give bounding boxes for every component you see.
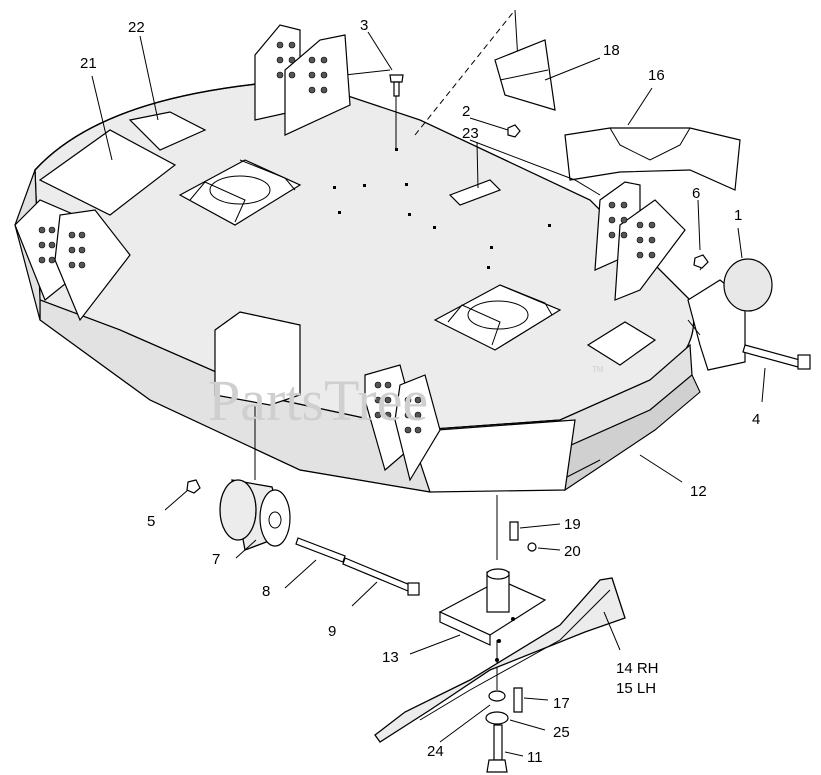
deck-holes xyxy=(333,148,551,269)
callout-1: 1 xyxy=(734,207,742,224)
spacer-24 xyxy=(488,690,506,702)
washer-20 xyxy=(527,542,537,552)
leader-lines xyxy=(91,31,766,757)
roller-wheel-7 xyxy=(219,479,291,551)
deck-label-23 xyxy=(448,179,502,206)
callout-7: 7 xyxy=(212,551,220,568)
nut-5 xyxy=(186,479,201,494)
bolt-3 xyxy=(389,74,404,97)
pivot-mount xyxy=(687,258,773,371)
watermark: PartsTree xyxy=(208,368,428,433)
bolt-17 xyxy=(513,687,523,713)
nut-6 xyxy=(693,254,709,269)
blade-bolt-11 xyxy=(486,724,508,773)
watermark-tm: TM xyxy=(592,365,604,374)
callout-24: 24 xyxy=(427,743,444,760)
motor-mount-left xyxy=(178,159,302,226)
callout-14: 14 RH xyxy=(616,660,659,677)
callout-12: 12 xyxy=(690,483,707,500)
callout-18: 18 xyxy=(603,42,620,59)
callout-3: 3 xyxy=(360,17,368,34)
mower-deck xyxy=(14,69,701,493)
bracket-right xyxy=(594,181,686,301)
callout-13: 13 xyxy=(382,649,399,666)
spacer-8 xyxy=(295,537,346,563)
bolt-9 xyxy=(342,557,420,596)
callout-labels: 1 2 3 4 5 6 7 8 9 11 12 13 14 RH 15 LH 1… xyxy=(80,17,760,766)
nut-2 xyxy=(507,124,521,138)
bracket-holes xyxy=(38,41,656,434)
washer-25 xyxy=(485,711,509,725)
callout-6: 6 xyxy=(692,185,700,202)
blade-adapter-13 xyxy=(438,568,547,646)
callout-15: 15 LH xyxy=(616,680,656,697)
callout-23: 23 xyxy=(462,125,479,142)
rear-flap-18 xyxy=(494,39,556,111)
motor-mount-right xyxy=(433,284,562,351)
callout-22: 22 xyxy=(128,19,145,36)
callout-8: 8 xyxy=(262,583,270,600)
bolt-4 xyxy=(742,344,811,370)
callout-9: 9 xyxy=(328,623,336,640)
callout-16: 16 xyxy=(648,67,665,84)
callout-5: 5 xyxy=(147,513,155,530)
right-pad xyxy=(586,321,657,366)
rear-baffle-16 xyxy=(469,127,741,196)
callout-4: 4 xyxy=(752,411,760,428)
callout-20: 20 xyxy=(564,543,581,560)
callout-17: 17 xyxy=(553,695,570,712)
blade-14-15 xyxy=(374,577,626,743)
callout-19: 19 xyxy=(564,516,581,533)
bracket-rear-left xyxy=(254,24,351,136)
callout-2: 2 xyxy=(462,103,470,120)
key-19 xyxy=(509,521,519,541)
callout-21: 21 xyxy=(80,55,97,72)
callout-11: 11 xyxy=(527,749,543,766)
callout-25: 25 xyxy=(553,724,570,741)
deck-label-21 xyxy=(38,129,177,216)
